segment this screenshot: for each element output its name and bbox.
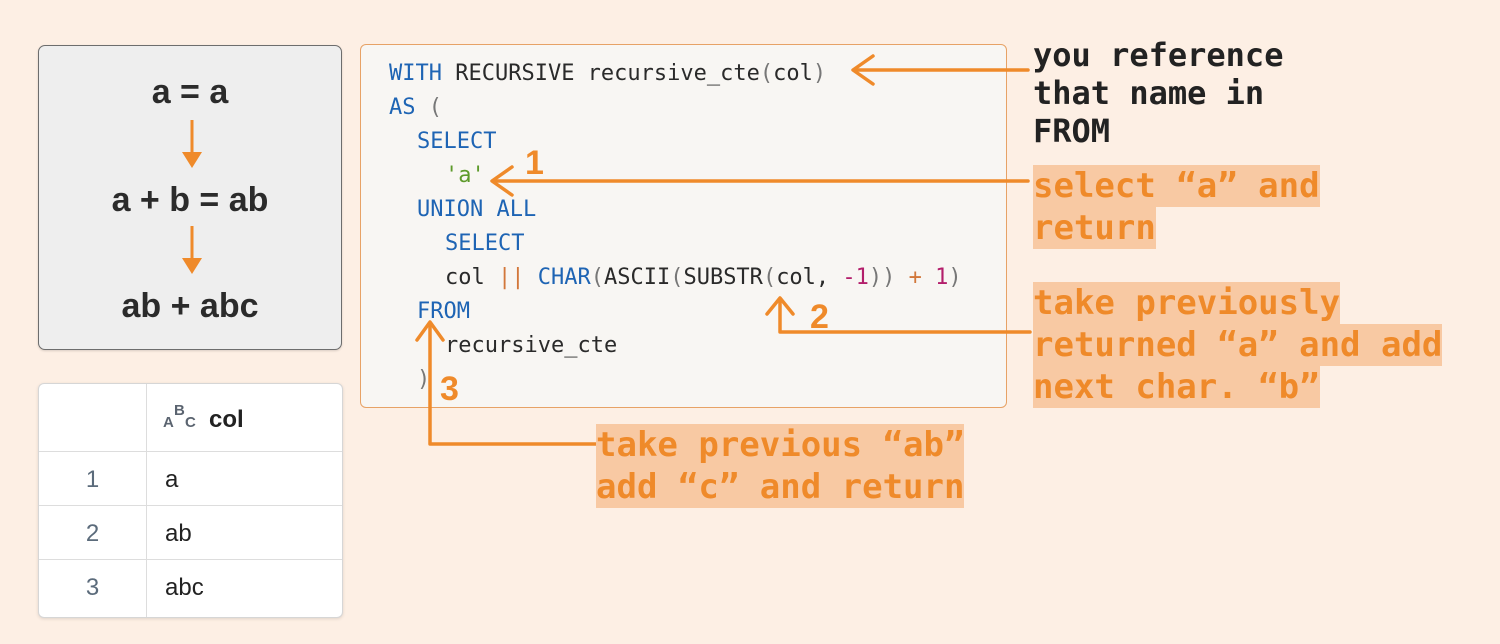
- string-literal-a: 'a': [445, 163, 485, 188]
- equation-step-3: ab + abc: [121, 287, 259, 325]
- sql-code-block: WITH RECURSIVE recursive_cte(col) AS ( S…: [360, 44, 1007, 408]
- note-take-ab: take previous “ab” add “c” and return: [596, 424, 965, 508]
- equation-step-2: a + b = ab: [111, 181, 269, 219]
- note-reference: you reference that name in FROM: [1033, 36, 1283, 150]
- keyword-as: AS: [389, 95, 416, 120]
- function-ascii: ASCII: [603, 265, 671, 290]
- arrow-head-reference: [851, 54, 875, 86]
- down-arrow-icon: [182, 226, 202, 274]
- abc-type-icon: A B C: [163, 402, 201, 436]
- arrow-line-take-prev: [778, 298, 1032, 334]
- row-value: ab: [165, 520, 192, 547]
- code-line-6: SELECT: [445, 229, 524, 259]
- code-line-2: AS (: [389, 93, 442, 123]
- paren-open: (: [415, 95, 442, 120]
- keyword-select: SELECT: [445, 231, 525, 256]
- note-reference-line: that name in: [1033, 74, 1265, 112]
- code-line-5: UNION ALL: [417, 195, 536, 225]
- plus-operator: +: [895, 265, 936, 290]
- paren-open: (: [590, 265, 604, 290]
- note-take-previous-line: take previously: [1033, 282, 1341, 324]
- note-take-ab-line: take previous “ab”: [596, 424, 965, 466]
- note-take-ab-line: add “c” and return: [596, 466, 965, 508]
- type-letter-c: C: [185, 414, 196, 431]
- arrow-head-take-prev: [765, 296, 795, 316]
- column-arg: col: [773, 61, 813, 86]
- keyword-from: FROM: [417, 299, 470, 324]
- note-select-a: select “a” and return: [1033, 165, 1320, 249]
- row-index: 3: [85, 574, 100, 601]
- keyword-with: WITH: [389, 61, 442, 86]
- paren-open: (: [670, 265, 684, 290]
- column-divider: [146, 384, 147, 617]
- note-take-previous: take previously returned “a” and add nex…: [1033, 282, 1443, 408]
- table-row: 2 ab: [39, 506, 342, 560]
- note-select-a-line: return: [1033, 207, 1156, 249]
- step-marker-1: 1: [525, 144, 544, 182]
- table-row: 3 abc: [39, 560, 342, 617]
- row-value: a: [165, 466, 179, 493]
- table-name: recursive_cte: [445, 333, 618, 358]
- code-line-10: ): [417, 365, 430, 395]
- result-table: A B C col 1 a 2 ab 3 abc: [38, 383, 343, 618]
- code-token: col,: [776, 265, 843, 290]
- code-line-1: WITH RECURSIVE recursive_cte(col): [389, 59, 826, 89]
- code-line-9: recursive_cte: [445, 331, 617, 361]
- number-literal: 1: [935, 265, 949, 290]
- keyword-union-all: UNION ALL: [417, 197, 537, 222]
- row-index: 1: [85, 466, 100, 493]
- concat-operator: ||: [497, 265, 525, 290]
- type-letter-a: A: [163, 414, 174, 431]
- column-header-col[interactable]: col: [209, 406, 244, 433]
- paren-close: )): [868, 265, 896, 290]
- keyword-select: SELECT: [417, 129, 497, 154]
- note-take-previous-line: returned “a” and add: [1033, 324, 1443, 366]
- note-reference-line: FROM: [1033, 112, 1111, 150]
- table-row: 1 a: [39, 452, 342, 506]
- type-letter-b: B: [174, 402, 185, 419]
- step-marker-2: 2: [810, 298, 829, 336]
- note-select-a-line: select “a” and: [1033, 165, 1320, 207]
- paren-close: ): [417, 367, 431, 392]
- note-reference-line: you reference: [1033, 36, 1284, 74]
- equation-card: a = a a + b = ab ab + abc: [38, 45, 342, 350]
- down-arrow-icon: [182, 120, 202, 168]
- code-line-8: FROM: [417, 297, 470, 327]
- number-literal: -1: [842, 265, 869, 290]
- row-value: abc: [165, 574, 204, 601]
- row-index: 2: [85, 520, 100, 547]
- step-marker-3: 3: [440, 370, 459, 408]
- function-char: CHAR: [537, 265, 591, 290]
- paren-open: (: [759, 61, 774, 86]
- paren-close: ): [948, 265, 962, 290]
- keyword-recursive-name: RECURSIVE recursive_cte: [441, 61, 760, 86]
- paren-open: (: [762, 265, 777, 290]
- function-substr: SUBSTR: [683, 265, 763, 290]
- paren-close: ): [812, 61, 827, 86]
- equation-step-1: a = a: [151, 73, 229, 111]
- table-header-row: A B C col: [39, 384, 342, 452]
- arrow-head-take-ab: [415, 320, 445, 342]
- code-token: col: [445, 265, 498, 290]
- code-line-3: SELECT: [417, 127, 496, 157]
- note-take-previous-line: next char. “b”: [1033, 366, 1320, 408]
- arrow-line-take-ab: [428, 322, 598, 446]
- arrow-head-select-a: [490, 165, 514, 197]
- code-line-4: 'a': [445, 161, 485, 191]
- code-line-7: col || CHAR(ASCII(SUBSTR(col, -1)) + 1): [445, 263, 962, 293]
